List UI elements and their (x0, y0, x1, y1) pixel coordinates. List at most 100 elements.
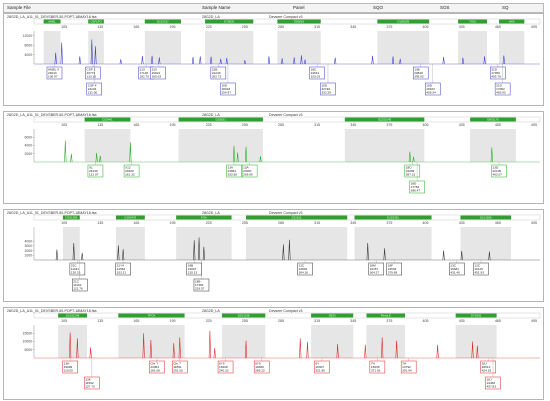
peak (391, 56, 395, 65)
allele-name: 18J (487, 377, 492, 381)
allele-call-box (149, 360, 165, 374)
marker-name: Penta E (381, 314, 391, 318)
allele-bin (344, 129, 425, 162)
allele-height: 16681 (450, 267, 459, 271)
allele-size: 215.13 (188, 271, 198, 275)
allele-height: 14792 (402, 365, 411, 369)
allele-bin (246, 227, 348, 260)
marker-bar (458, 19, 487, 24)
allele-height: 21562 (117, 267, 126, 271)
allele-size: 254.97 (221, 91, 231, 95)
allele-bin (205, 31, 254, 64)
peak (72, 243, 75, 261)
peak (142, 333, 145, 359)
allele-call-box (309, 66, 325, 80)
y-tick-label: 4000 (24, 53, 32, 57)
allele-height: 19534 (388, 267, 397, 271)
allele-name: Chr 7 (173, 361, 181, 365)
marker-name: D13S317 (157, 20, 169, 24)
allele-height: 18103 (426, 87, 435, 91)
allele-name: 21C (71, 263, 77, 267)
x-tick-label: 135 (97, 25, 103, 29)
x-tick-label: 315 (314, 25, 320, 29)
allele-size: 100.97 (48, 75, 58, 79)
allele-size: 201.50 (173, 369, 183, 373)
peak (299, 338, 302, 359)
dye-panel-green: 28G2D_LA_A11_01_DEVSBER-50-POPT-18MAY18.… (3, 111, 544, 204)
allele-call-box (386, 262, 402, 276)
peak (236, 152, 239, 163)
allele-name: 6Y5 (255, 361, 261, 365)
allele-name: 21X (152, 67, 158, 71)
allele-name: 21Y4 (117, 263, 125, 267)
allele-call-box (186, 262, 202, 276)
peak (149, 339, 152, 359)
x-tick-label: 435 (459, 221, 465, 225)
peak (122, 249, 125, 261)
peak (381, 337, 384, 359)
peak (199, 56, 202, 65)
allele-height: 11011 (71, 267, 79, 271)
allele-size: 379.89 (388, 271, 398, 275)
x-tick-label: 375 (386, 25, 392, 29)
panel-sample-name: 28G2D_LA (202, 309, 220, 313)
y-tick-label: 10000 (23, 340, 33, 344)
peak (172, 343, 175, 359)
allele-height: 11161 (73, 283, 81, 287)
allele-call-box (425, 82, 441, 96)
peak (69, 332, 72, 359)
allele-name: 18D (406, 165, 412, 169)
allele-height: 19099 (64, 365, 73, 369)
allele-name: Chr 7 (150, 361, 158, 365)
peak (471, 341, 474, 359)
peak (282, 244, 285, 261)
allele-call-box (210, 66, 227, 80)
x-tick-label: 495 (531, 319, 537, 323)
peak (461, 57, 464, 65)
x-tick-label: 465 (495, 123, 501, 127)
marker-track (33, 312, 541, 319)
peak (141, 55, 144, 65)
allele-height: 22746 (321, 87, 330, 91)
allele-name: 7H (402, 361, 406, 365)
marker-bar (88, 19, 104, 24)
peak (293, 57, 296, 65)
peak (70, 153, 73, 163)
panel-kit-name: Devseer Compact v3 (269, 309, 303, 313)
allele-size: 185.63 (152, 75, 162, 79)
allele-call-box (368, 262, 384, 276)
allele-call-box (491, 164, 507, 178)
marker-name: D2S1338 (238, 314, 250, 318)
allele-size: 304.16 (299, 271, 309, 275)
peak (95, 152, 98, 163)
peak (99, 155, 102, 163)
allele-name: 18M (370, 263, 376, 267)
peak (78, 56, 81, 65)
allele-size: 364.27 (370, 271, 380, 275)
allele-height: 11891 (173, 365, 182, 369)
peak (202, 246, 205, 261)
allele-size: 463.93 (496, 91, 506, 95)
panel-file-title: 28G2D_LA_A11_01_DEVSBER-50-POPT-18MAY18.… (7, 15, 97, 19)
peak (94, 46, 97, 65)
peak (502, 55, 505, 65)
allele-call-box (409, 180, 425, 194)
allele-height: 19456 (487, 381, 496, 385)
allele-call-box (473, 262, 489, 276)
column-sos: SOS (440, 5, 450, 10)
peak (119, 59, 122, 65)
peak (476, 345, 479, 359)
x-tick-label: 255 (242, 319, 248, 323)
marker-name: vWA (509, 20, 515, 24)
x-tick-label: 495 (531, 123, 537, 127)
allele-call-box (253, 360, 270, 374)
allele-size: 395.02 (414, 75, 424, 79)
x-tick-label: 165 (133, 319, 139, 323)
peak (178, 337, 181, 359)
marker-name: D7S820 (224, 20, 235, 24)
allele-bin (277, 31, 321, 64)
peak (210, 56, 213, 65)
column-sample-name: Sample Name (202, 5, 231, 10)
